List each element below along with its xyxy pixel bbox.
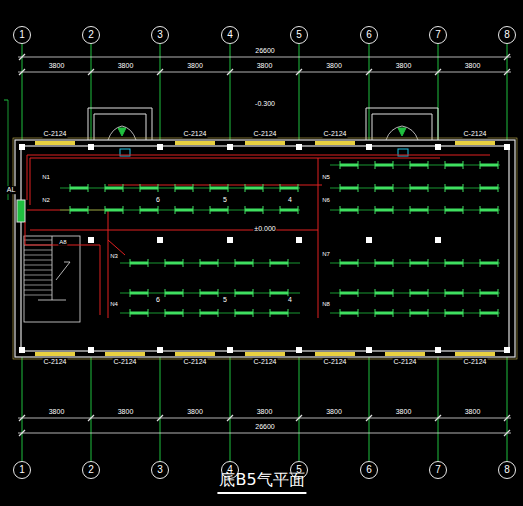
- axis-number: 3: [157, 465, 163, 475]
- axis-bubble: 6: [360, 26, 378, 44]
- wire-count: 5: [222, 196, 228, 204]
- dimension-text: 3800: [395, 62, 413, 70]
- dimension-text: 3800: [325, 408, 343, 416]
- axis-bubble: 7: [429, 26, 447, 44]
- dimension-text: 3800: [325, 62, 343, 70]
- axis-bubble: 4: [221, 26, 239, 44]
- dimension-text: 3800: [117, 408, 135, 416]
- axis-bubble: 1: [13, 26, 31, 44]
- circuit-label: N3: [109, 253, 119, 260]
- axis-bubble: 2: [82, 461, 100, 479]
- axis-bubble: 7: [429, 461, 447, 479]
- circuit-label: N5: [321, 174, 331, 181]
- circuit-label: N1: [41, 174, 51, 181]
- axis-number: 7: [435, 30, 441, 40]
- dimension-text: 3800: [186, 408, 204, 416]
- window-code: C-2124: [323, 130, 348, 138]
- wire-count: 5: [222, 296, 228, 304]
- window-code: C-2124: [183, 130, 208, 138]
- dimension-text: 26600: [254, 47, 275, 55]
- window-code: C-2124: [113, 358, 138, 366]
- window-code: C-2124: [253, 358, 278, 366]
- window-code: C-2124: [43, 358, 68, 366]
- axis-bubble: 8: [498, 26, 516, 44]
- axis-number: 3: [157, 30, 163, 40]
- window-code: C-2124: [253, 130, 278, 138]
- circuit-label: N8: [321, 301, 331, 308]
- drawing-title: 底B5气平面: [217, 470, 306, 494]
- axis-number: 6: [366, 465, 372, 475]
- dimension-text: 3800: [464, 62, 482, 70]
- axis-number: 2: [88, 30, 94, 40]
- window-code: C-2124: [463, 358, 488, 366]
- dimension-text: 3800: [395, 408, 413, 416]
- axis-number: 7: [435, 465, 441, 475]
- elevation-mark: ±0.000: [253, 225, 276, 233]
- dimension-text: 3800: [48, 408, 66, 416]
- panel-label: A8: [58, 239, 67, 246]
- window-code: C-2124: [463, 130, 488, 138]
- dimension-text: 3800: [256, 62, 274, 70]
- dimension-text: 3800: [117, 62, 135, 70]
- axis-number: 5: [296, 30, 302, 40]
- window-code: C-2124: [43, 130, 68, 138]
- circuit-label: N7: [321, 251, 331, 258]
- axis-bubble: 3: [151, 461, 169, 479]
- window-code: C-2124: [183, 358, 208, 366]
- axis-number: 8: [504, 30, 510, 40]
- elevation-mark: -0.300: [254, 100, 276, 108]
- axis-bubble: 5: [290, 26, 308, 44]
- dimension-text: 3800: [48, 62, 66, 70]
- axis-bubble: 2: [82, 26, 100, 44]
- axis-bubble: 6: [360, 461, 378, 479]
- wire-count: 4: [287, 196, 293, 204]
- wire-count: 6: [155, 196, 161, 204]
- circuit-label: N4: [109, 301, 119, 308]
- axis-number: 1: [19, 30, 25, 40]
- axis-number: 4: [227, 30, 233, 40]
- dimension-text: 26600: [254, 423, 275, 431]
- axis-number: 8: [504, 465, 510, 475]
- circuit-label: N6: [321, 197, 331, 204]
- circuit-label: N2: [41, 197, 51, 204]
- dimension-text: 3800: [464, 408, 482, 416]
- axis-number: 6: [366, 30, 372, 40]
- window-code: C-2124: [393, 358, 418, 366]
- dimension-text: 3800: [186, 62, 204, 70]
- panel-label: AL: [6, 186, 17, 194]
- axis-bubble: 3: [151, 26, 169, 44]
- wire-count: 6: [155, 296, 161, 304]
- wire-count: 4: [287, 296, 293, 304]
- axis-bubble: 8: [498, 461, 516, 479]
- dimension-text: 3800: [256, 408, 274, 416]
- axis-bubble: 1: [13, 461, 31, 479]
- axis-number: 1: [19, 465, 25, 475]
- window-code: C-2124: [323, 358, 348, 366]
- axis-number: 2: [88, 465, 94, 475]
